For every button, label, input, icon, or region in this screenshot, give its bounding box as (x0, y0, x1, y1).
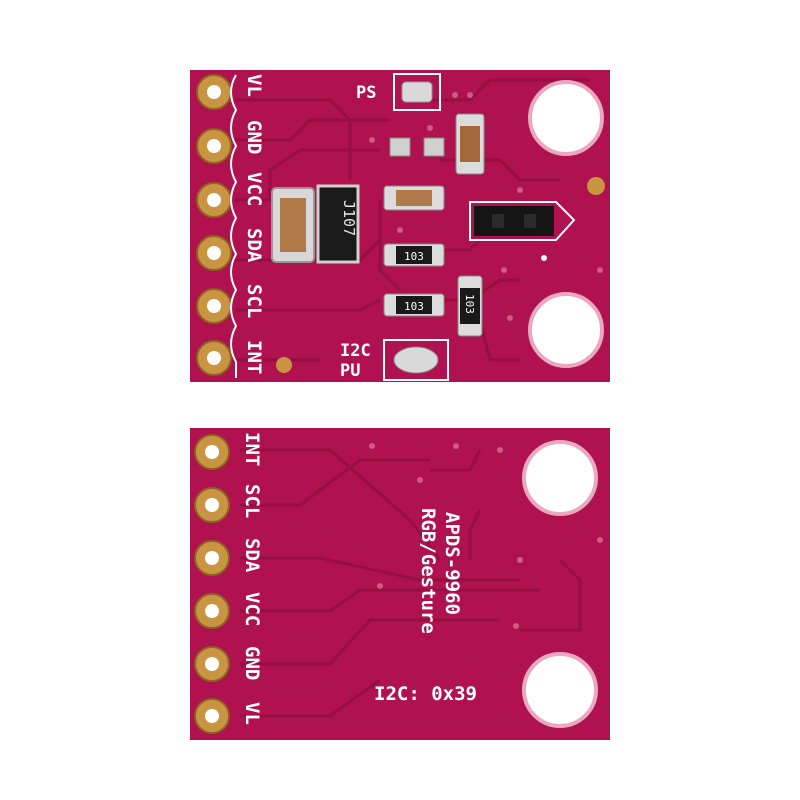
jumper-ps-box (393, 73, 441, 111)
front-capacitor-small (383, 185, 445, 211)
front-pin-label-vl: VL (243, 74, 265, 97)
jumper-ps-label: PS (356, 83, 376, 103)
i2c-address: I2C: 0x39 (374, 683, 477, 705)
front-resistor-3: 103 (457, 275, 483, 337)
back-pin-labels: INT SCL SDA VCC GND VL (241, 432, 263, 725)
back-pin-label-vcc: VCC (241, 592, 263, 626)
front-board: VL GND VCC SDA SCL INT J107 PS (190, 70, 610, 382)
front-inductor: J107 (316, 184, 360, 264)
resistor-marking-2: 103 (404, 300, 424, 313)
back-pin-label-gnd: GND (241, 646, 263, 680)
front-capacitor (271, 187, 315, 263)
back-mount-hole-bottom (522, 652, 598, 728)
back-board: INT SCL SDA VCC GND VL APDS-9960 RGB/Ges… (190, 428, 610, 740)
front-via (276, 357, 292, 373)
resistor-marking-1: 103 (404, 250, 424, 263)
front-small-vias (369, 92, 603, 321)
front-pin-label-gnd: GND (243, 120, 265, 154)
front-via-right (587, 177, 605, 195)
back-mount-hole-top (522, 440, 598, 516)
front-pin-labels: VL GND VCC SDA SCL INT (243, 74, 265, 374)
back-pin-label-scl: SCL (241, 484, 263, 518)
front-resistor-1: 103 (383, 243, 445, 267)
back-small-vias (369, 443, 603, 629)
jumper-i2c-label: I2C (340, 341, 371, 361)
back-pin-label-vl: VL (241, 702, 263, 725)
resistor-marking-3: 103 (463, 294, 476, 314)
front-pin-label-sda: SDA (243, 228, 265, 263)
front-pin-label-scl: SCL (243, 284, 265, 318)
chip-name: APDS-9960 (441, 512, 463, 615)
front-small-pad (423, 137, 445, 157)
inductor-marking: J107 (340, 200, 358, 236)
front-mount-hole-top (528, 80, 604, 156)
back-pin-label-int: INT (241, 432, 263, 466)
back-pin-pads (194, 434, 230, 734)
jumper-i2c-pad (393, 346, 439, 374)
front-pin-label-vcc: VCC (243, 172, 265, 206)
jumper-i2c-box (383, 339, 449, 381)
back-traces (240, 448, 582, 718)
front-mount-hole-bottom (528, 292, 604, 368)
front-resistor-vertical-top (455, 113, 485, 175)
front-small-pad (389, 137, 411, 157)
back-pin-label-sda: SDA (241, 538, 263, 573)
front-pin-label-int: INT (243, 340, 265, 374)
jumper-pu-label: PU (340, 361, 360, 381)
front-silk-border (230, 74, 238, 378)
jumper-ps-pad (401, 81, 433, 103)
front-resistor-2: 103 (383, 293, 445, 317)
front-sensor (469, 201, 576, 261)
front-pin-pads (196, 74, 232, 376)
chip-function: RGB/Gesture (417, 508, 439, 634)
